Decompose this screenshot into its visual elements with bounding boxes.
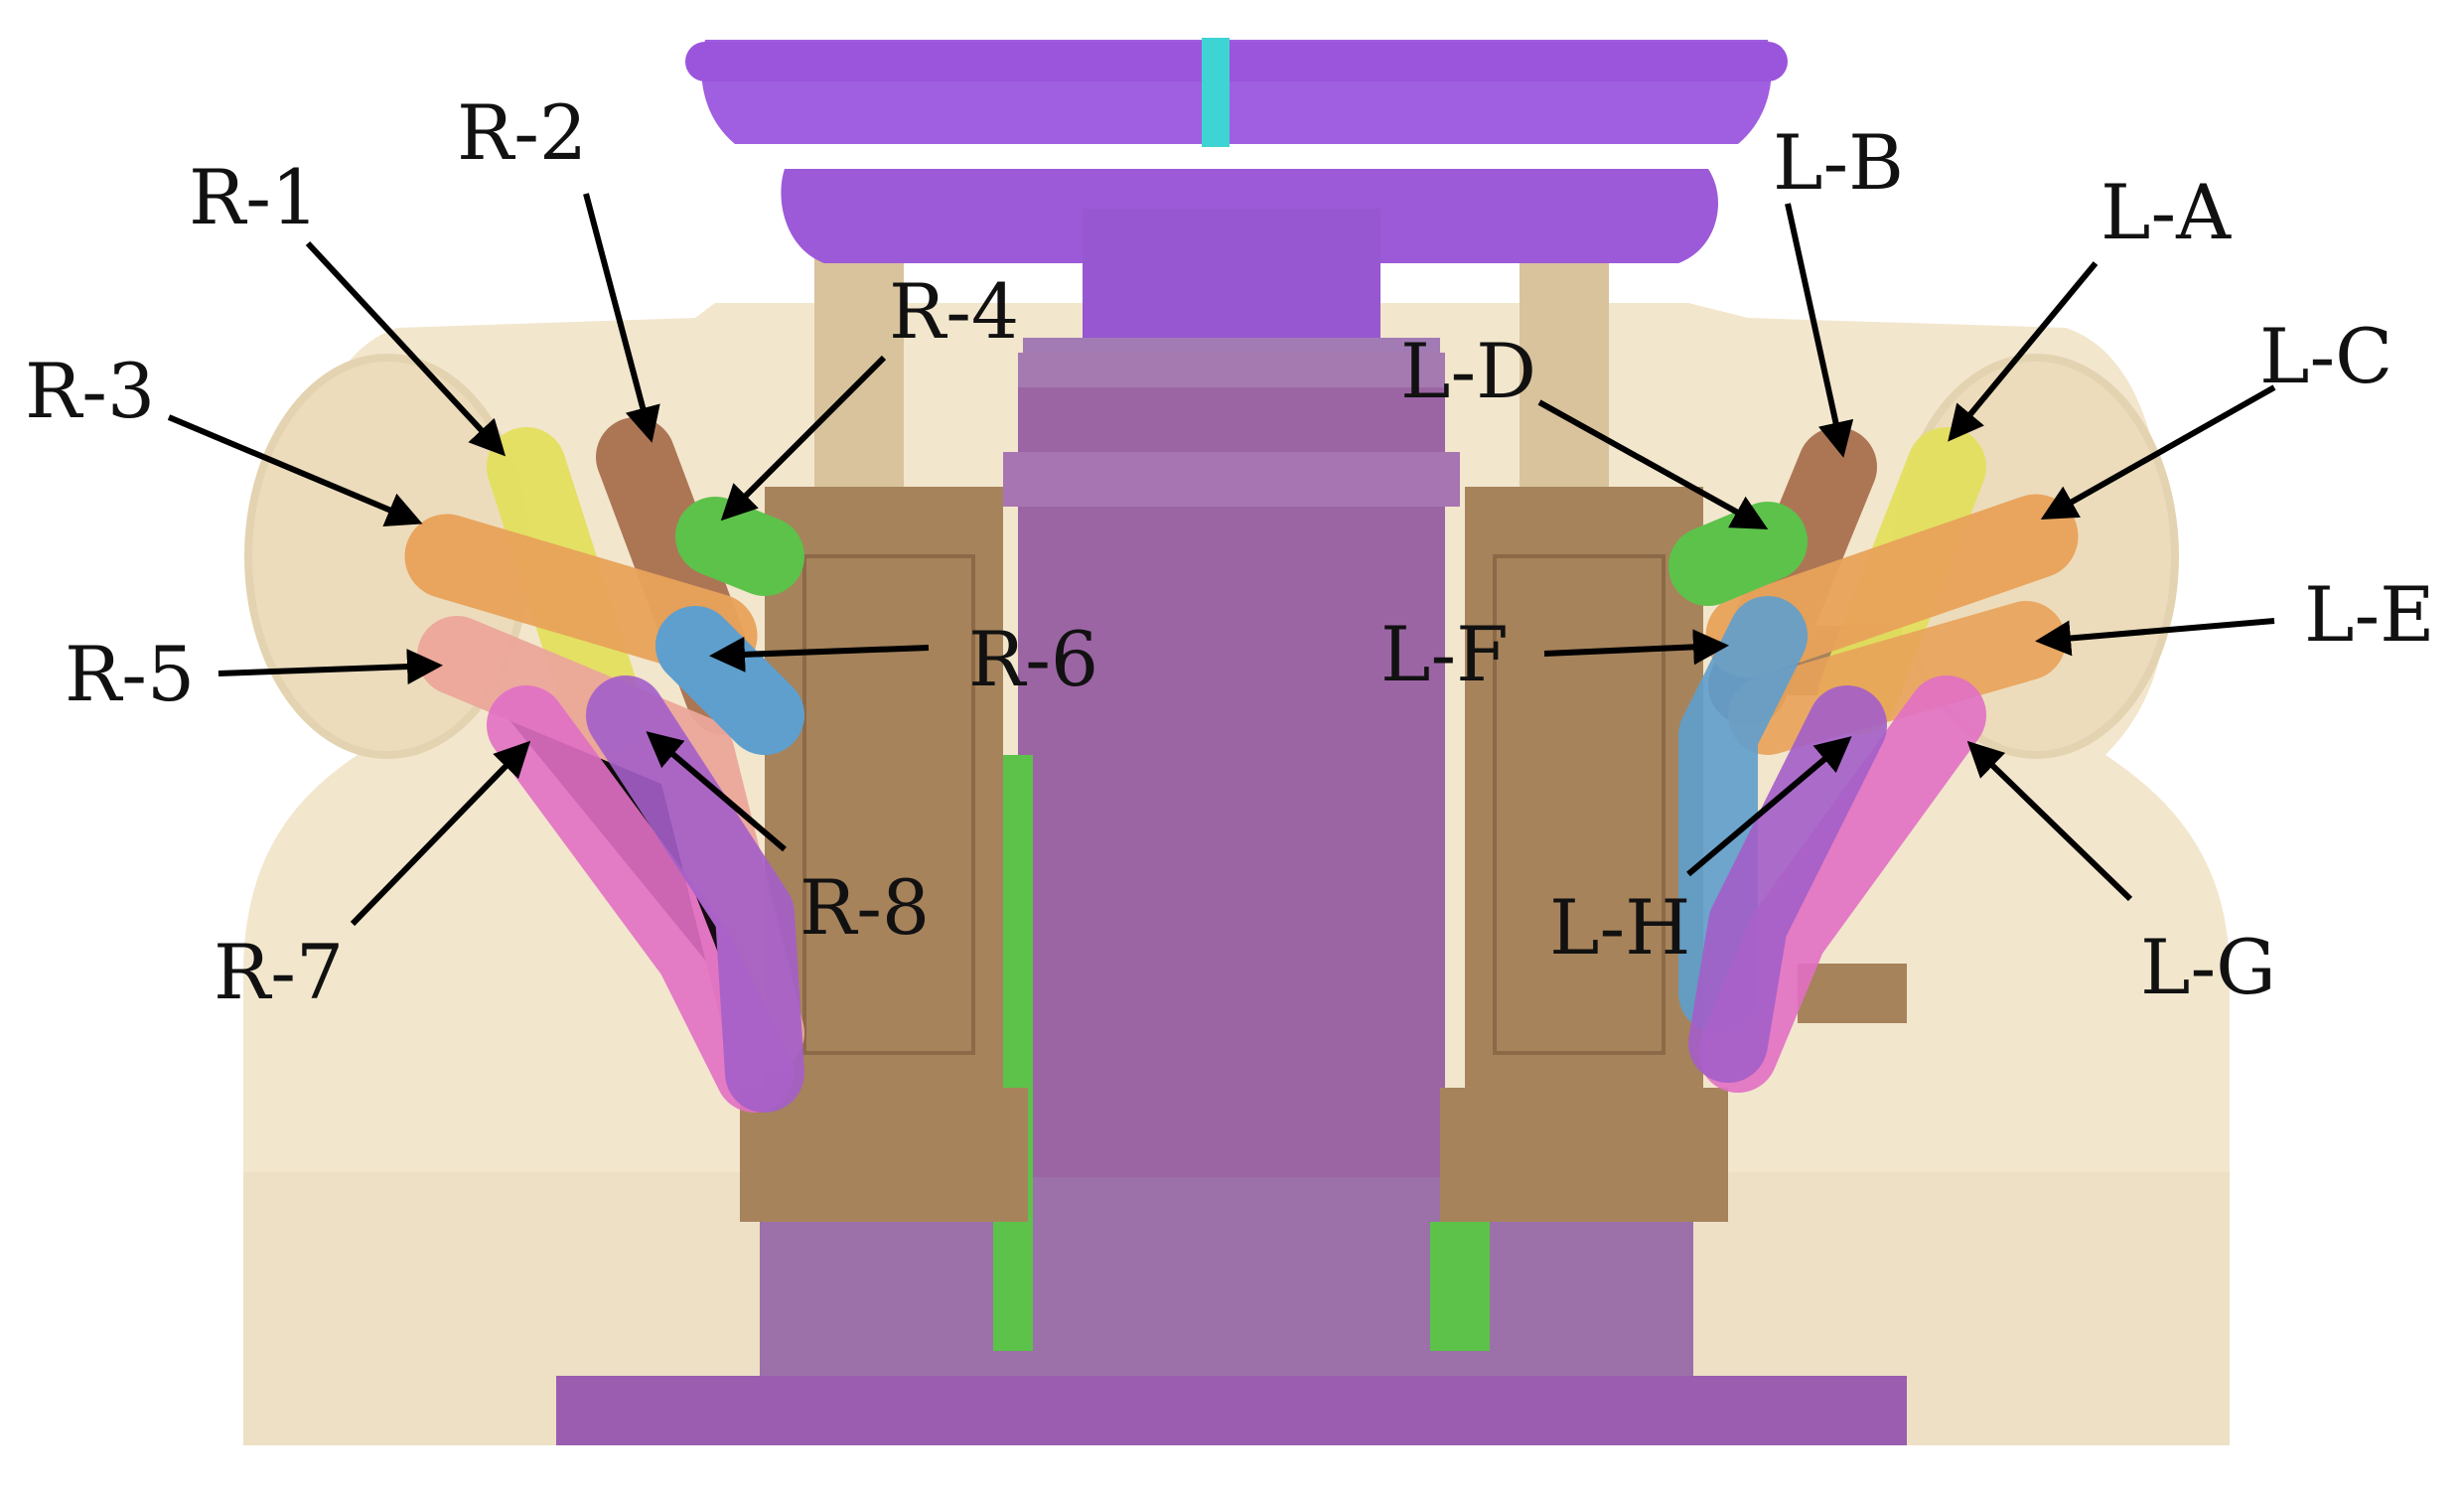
label-la: L-A [2101,168,2232,256]
arrow-r3 [167,414,423,526]
arrow-r2 [583,193,660,443]
arrow-lc [2040,384,2276,520]
label-ld: L-D [1400,327,1536,415]
arrow-lf [1543,629,1729,666]
label-lc: L-C [2259,312,2392,400]
label-le: L-E [2304,570,2435,659]
right-bracket [1440,487,1907,1222]
right-tube-bundle [1668,427,2079,1093]
arrow-lg [1966,740,2133,902]
label-r8: R-8 [799,863,930,952]
arrow-r6 [709,636,930,673]
arrow-r8 [646,731,787,852]
label-r5: R-5 [65,630,195,718]
arrow-lh [1686,736,1852,877]
label-lg: L-G [2140,923,2276,1011]
leader-arrows [167,193,2276,927]
arrow-ld [1537,399,1769,529]
label-r2: R-2 [457,88,587,177]
label-r7: R-7 [214,928,344,1016]
arrow-r5 [217,649,443,685]
arrow-lb [1785,203,1854,458]
label-lb: L-B [1773,118,1904,207]
arrow-le [2035,618,2275,657]
callout-labels: R-1 R-2 R-3 R-4 R-5 R-6 R-7 R-8 L-A L-B … [25,88,2435,1016]
left-bracket [740,487,1028,1222]
arrow-r4 [720,355,887,522]
arrow-r7 [350,740,531,927]
label-r1: R-1 [189,153,319,241]
arrow-la [1948,261,2099,442]
label-r6: R-6 [968,615,1098,703]
label-lh: L-H [1549,883,1690,972]
label-lf: L-F [1380,610,1509,698]
arrow-r1 [305,240,507,457]
label-r4: R-4 [889,267,1019,356]
label-r3: R-3 [25,347,155,435]
